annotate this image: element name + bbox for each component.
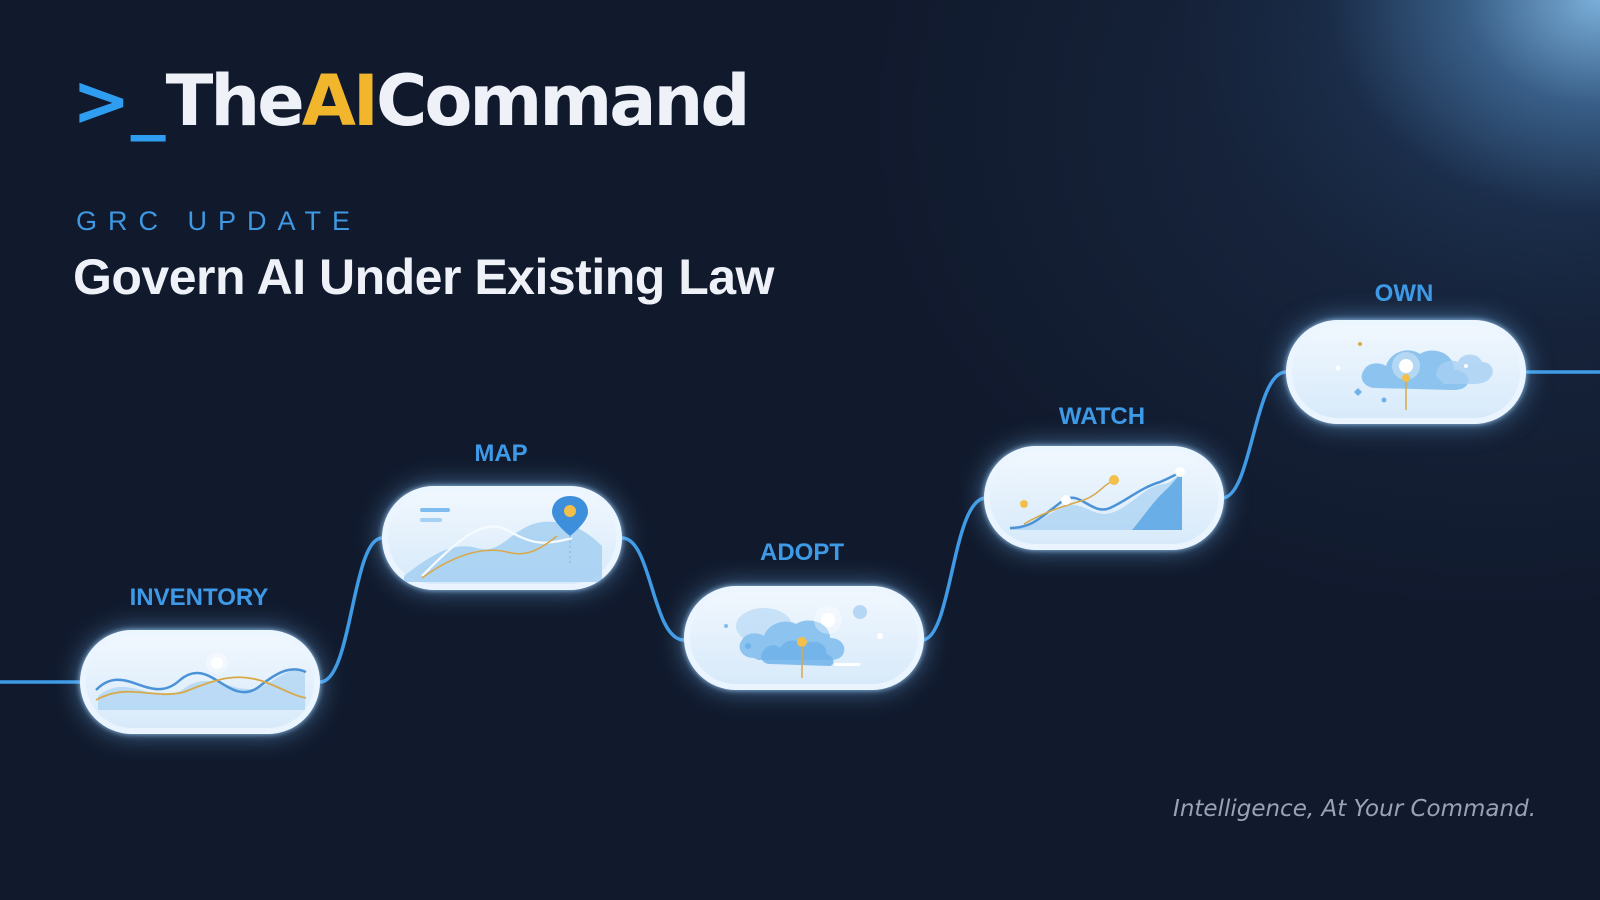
stage-label-watch: WATCH (1058, 403, 1146, 430)
stage-pill-watch[interactable] (984, 446, 1224, 550)
stage-pill-inventory[interactable] (80, 630, 320, 734)
tagline: Intelligence, At Your Command. (1173, 796, 1536, 822)
stage-pill-own[interactable] (1286, 320, 1526, 424)
cloud-icon (1335, 342, 1493, 410)
prompt-symbol: >_ (72, 60, 166, 142)
brand-command: Command (375, 60, 751, 142)
brand-the: The (165, 60, 305, 142)
stage-pill-adopt[interactable] (684, 586, 924, 690)
stage-label-map: MAP (474, 440, 528, 467)
cloud-icon (724, 605, 883, 678)
stage-label-inventory: INVENTORY (129, 584, 269, 611)
wave-icon (95, 652, 307, 710)
stage-pill-map[interactable] (382, 486, 622, 590)
trend-chart-icon (1009, 467, 1185, 530)
page-title: Govern AI Under Existing Law (73, 249, 774, 305)
stage-label-own: OWN (1374, 280, 1434, 307)
stage-label-adopt: ADOPT (760, 539, 844, 566)
eyebrow-label: GRC UPDATE (76, 206, 362, 236)
brand-logo: >_TheAICommand (72, 66, 750, 136)
map-chart-icon (404, 496, 602, 582)
brand-ai: AI (301, 60, 379, 142)
